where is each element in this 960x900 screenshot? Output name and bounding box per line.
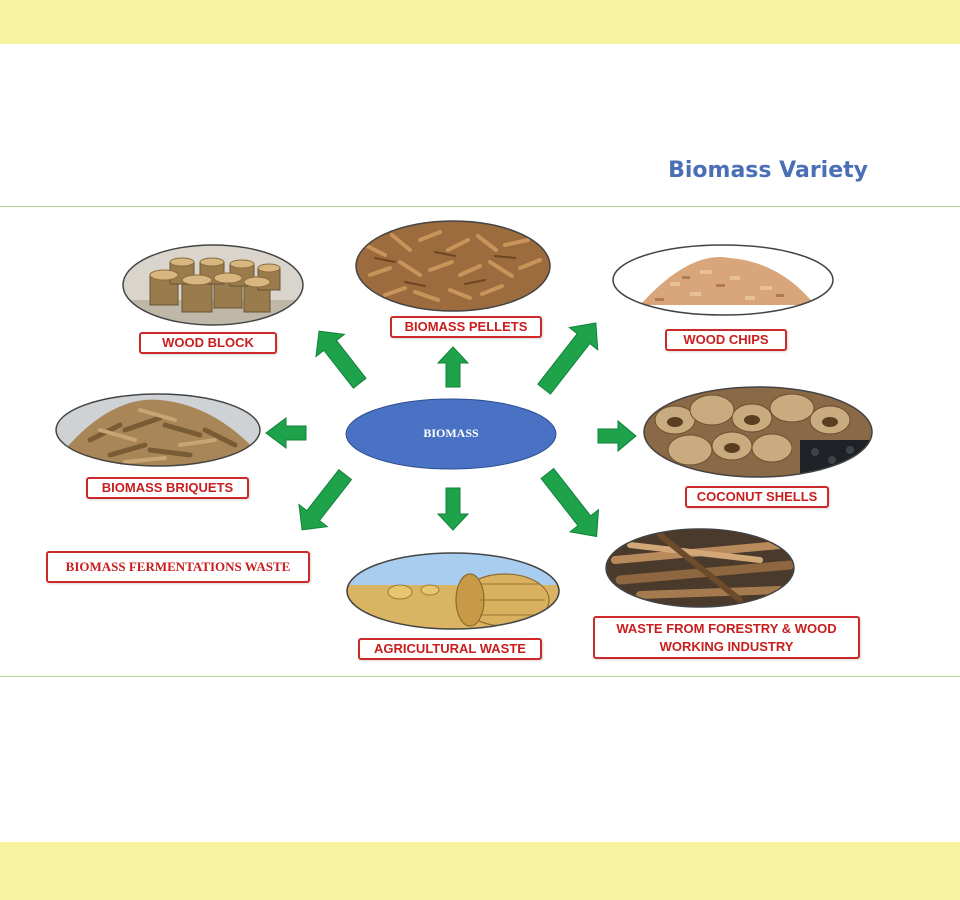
label-wood-chips: WOOD CHIPS (665, 329, 787, 351)
top-divider (0, 206, 960, 207)
arrow-to-wood-block (315, 330, 367, 389)
top-banner (0, 0, 960, 44)
label-biomass-pellets: BIOMASS PELLETS (390, 316, 542, 338)
biomass-briquets-image (55, 393, 261, 467)
page-title: Biomass Variety (668, 158, 868, 183)
bottom-banner (0, 842, 960, 900)
arrow-to-agricultural-waste (436, 487, 470, 531)
label-biomass-fermentations-waste: BIOMASS FERMENTATIONS WASTE (46, 551, 310, 583)
label-coconut-shells: COCONUT SHELLS (685, 486, 829, 508)
biomass-pellets-image (355, 220, 551, 312)
label-forestry-waste: WASTE FROM FORESTRY & WOOD WORKING INDUS… (593, 616, 860, 659)
biomass-center-node (345, 398, 557, 470)
arrow-to-wood-chips (537, 322, 599, 395)
label-biomass-briquets: BIOMASS BRIQUETS (86, 477, 249, 499)
arrow-to-fermentation-waste (298, 469, 353, 531)
coconut-shells-image (643, 386, 873, 478)
arrow-to-coconut-shells (597, 419, 637, 453)
wood-block-image (122, 244, 304, 326)
arrow-to-biomass-pellets (436, 346, 470, 388)
label-wood-block: WOOD BLOCK (139, 332, 277, 354)
forestry-waste-image (605, 528, 795, 608)
arrows (265, 322, 637, 538)
agricultural-waste-image (346, 552, 560, 630)
bottom-divider (0, 676, 960, 677)
label-agricultural-waste: AGRICULTURAL WASTE (358, 638, 542, 660)
arrow-to-forestry-waste (540, 467, 600, 538)
center-label: BIOMASS (423, 426, 479, 440)
arrow-to-biomass-briquets (265, 417, 307, 449)
wood-chips-image (612, 244, 834, 316)
